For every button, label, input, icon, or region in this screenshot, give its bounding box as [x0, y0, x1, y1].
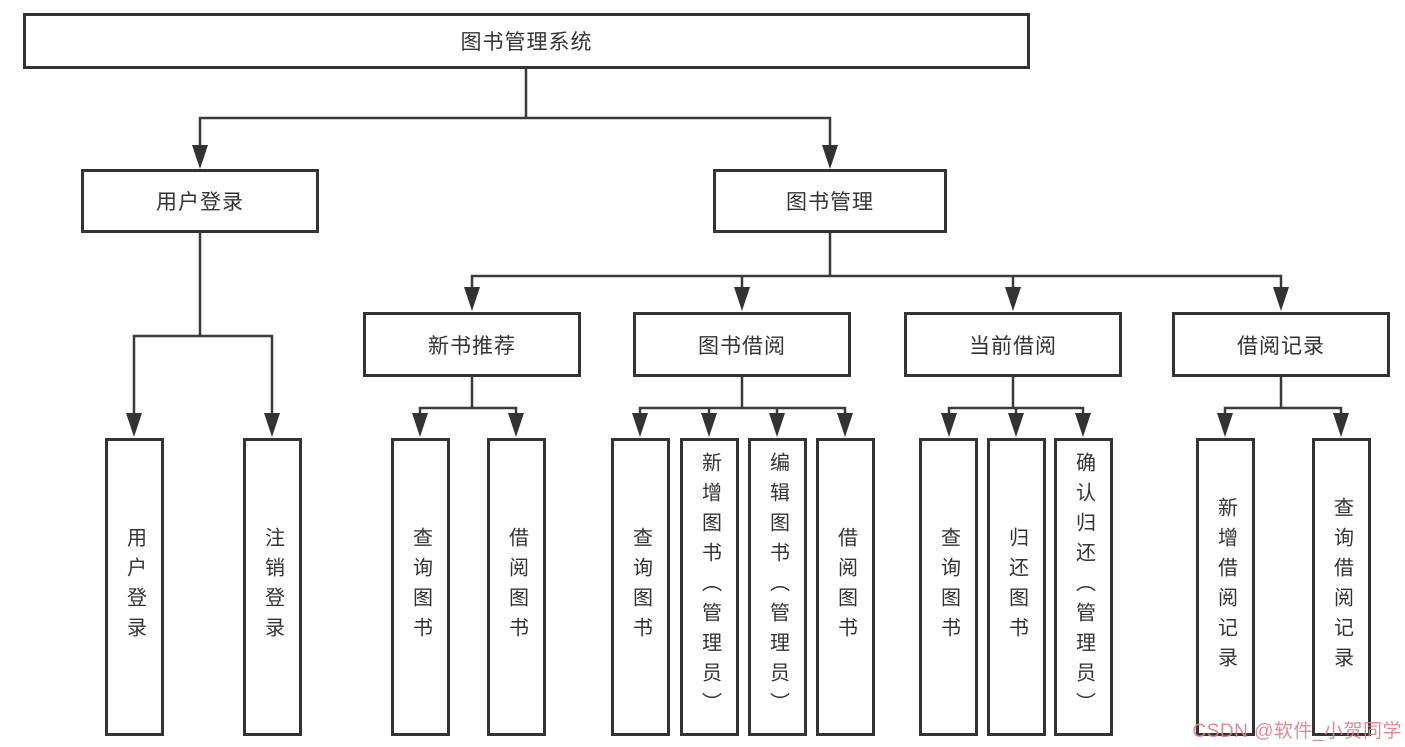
node-borrow-records: 借阅记录: [1172, 312, 1390, 377]
arrowheads: [126, 145, 1349, 437]
leaf-user-login: 用户登录: [105, 438, 164, 736]
node-book-management: 图书管理: [713, 169, 947, 233]
node-current-borrowing-label: 当前借阅: [969, 334, 1057, 358]
leaf-return-book: 归还图书: [987, 438, 1046, 736]
leaf-query-borrow-record: 查询借阅记录: [1312, 438, 1371, 736]
node-user-login-label: 用户登录: [156, 191, 244, 214]
leaf-query-books-borrowing: 查询图书: [611, 438, 670, 736]
leaf-add-borrow-record-label: 新增借阅记录: [1214, 497, 1237, 677]
node-book-borrowing: 图书借阅: [633, 312, 851, 377]
leaf-logout-label: 注销登录: [261, 527, 284, 647]
node-library-management-system-label: 图书管理系统: [460, 31, 593, 54]
leaf-add-book-admin-label: 新增图书（管理员）: [698, 452, 721, 722]
node-borrow-records-label: 借阅记录: [1237, 334, 1325, 358]
leaf-borrow-books: 借阅图书: [816, 438, 875, 736]
leaf-edit-book-admin: 编辑图书（管理员）: [748, 438, 807, 736]
leaf-edit-book-admin-label: 编辑图书（管理员）: [766, 452, 789, 722]
leaf-borrow-books-recommend-label: 借阅图书: [505, 527, 528, 647]
leaf-borrow-books-recommend: 借阅图书: [487, 438, 546, 736]
node-user-login: 用户登录: [81, 169, 319, 233]
leaf-confirm-return-admin: 确认归还（管理员）: [1054, 438, 1113, 736]
leaf-confirm-return-admin-label: 确认归还（管理员）: [1072, 452, 1095, 722]
leaf-query-books-current-label: 查询图书: [937, 527, 960, 647]
node-new-book-recommend-label: 新书推荐: [428, 334, 516, 358]
leaf-logout: 注销登录: [243, 438, 302, 736]
leaf-add-book-admin: 新增图书（管理员）: [680, 438, 739, 736]
node-current-borrowing: 当前借阅: [904, 312, 1122, 377]
node-book-management-label: 图书管理: [786, 191, 874, 214]
leaf-borrow-books-label: 借阅图书: [834, 527, 857, 647]
leaf-query-books-borrowing-label: 查询图书: [629, 527, 652, 647]
leaf-query-borrow-record-label: 查询借阅记录: [1330, 497, 1353, 677]
leaf-query-books-recommend: 查询图书: [391, 438, 450, 736]
node-book-borrowing-label: 图书借阅: [698, 334, 786, 358]
leaf-user-login-label: 用户登录: [123, 527, 146, 647]
node-library-management-system: 图书管理系统: [23, 13, 1030, 69]
csdn-watermark: CSDN @软件_小贺同学: [1192, 721, 1402, 742]
leaf-query-books-recommend-label: 查询图书: [409, 527, 432, 647]
node-new-book-recommend: 新书推荐: [363, 312, 581, 377]
leaf-query-books-current: 查询图书: [919, 438, 978, 736]
leaf-return-book-label: 归还图书: [1005, 527, 1028, 647]
leaf-add-borrow-record: 新增借阅记录: [1196, 438, 1255, 736]
